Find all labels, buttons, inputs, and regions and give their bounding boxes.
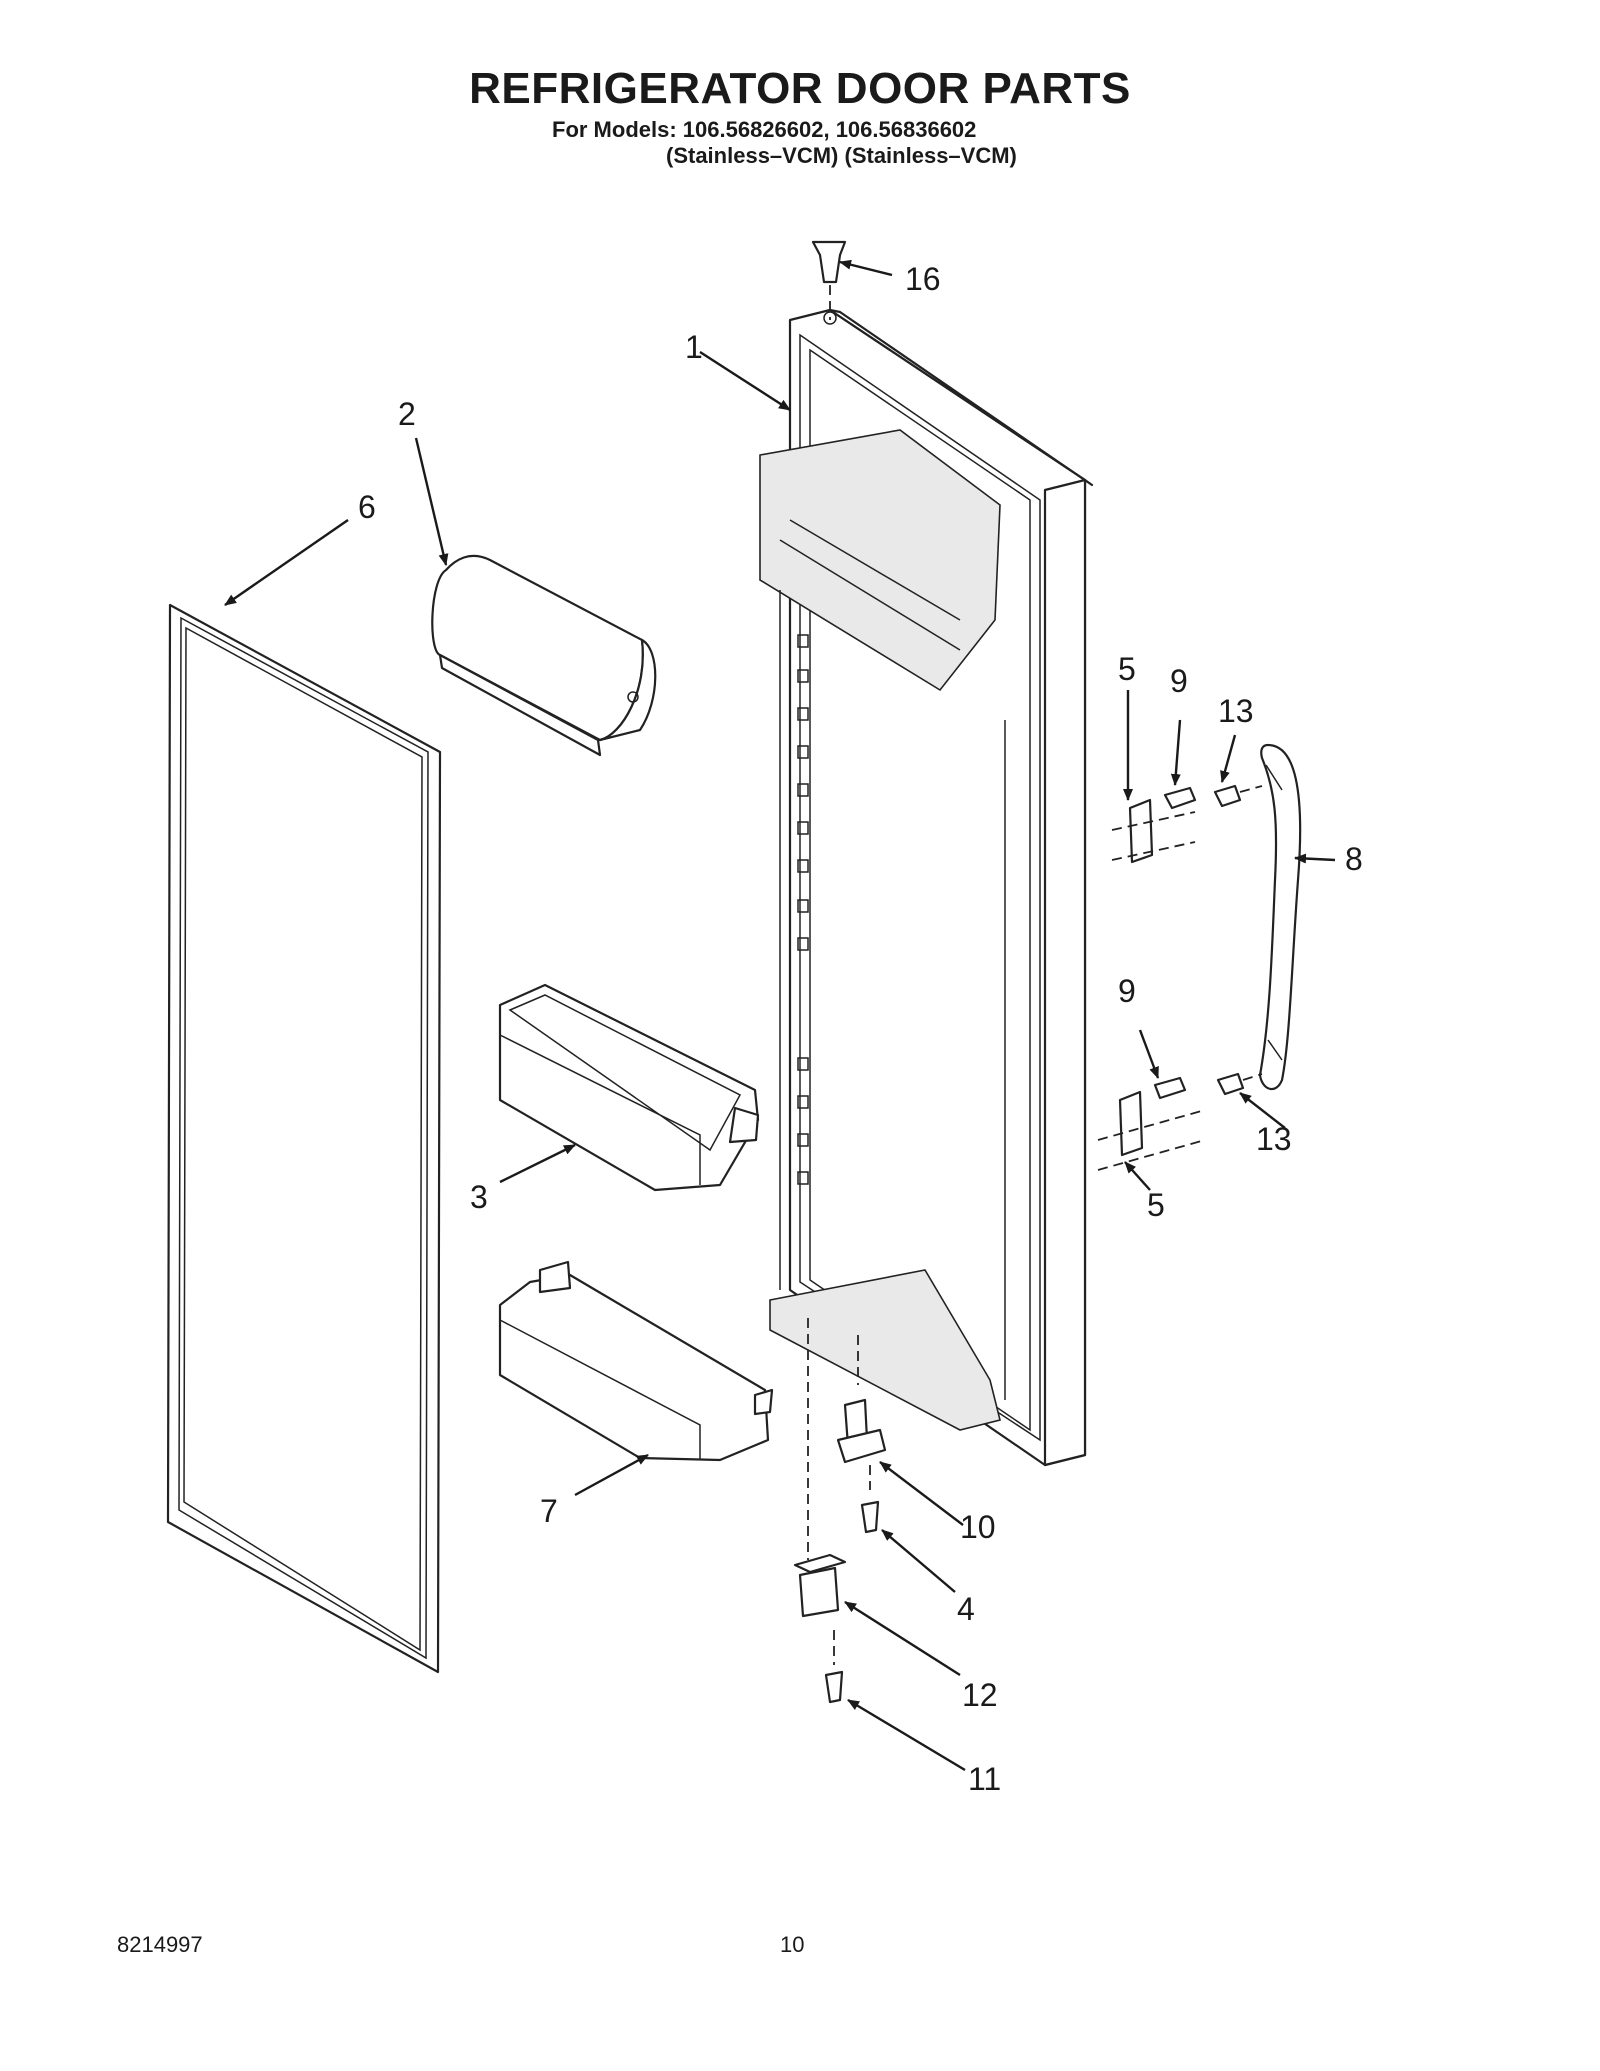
door-shelf-cover-part-2 [431,554,657,757]
callout-7: 7 [540,1493,558,1529]
page-number: 10 [780,1932,805,1957]
callout-9-lower: 9 [1118,973,1136,1009]
screw-part-13-upper [1213,784,1263,808]
door-bin-part-3 [498,983,760,1192]
callout-6: 6 [358,489,376,525]
callout-12: 12 [962,1677,998,1713]
door-assembly-part-1 [759,308,1094,1467]
callout-2: 2 [398,396,416,432]
screw-part-4 [860,1465,880,1534]
callout-11: 11 [968,1761,1001,1797]
callout-arrows [224,259,1336,1772]
screw-part-9-lower [1153,1076,1187,1100]
door-bin-part-7 [498,1260,774,1462]
handle-part-8 [1258,743,1302,1091]
handle-bracket-part-5-lower [1097,1090,1206,1171]
hinge-part-12 [793,1318,847,1618]
models-subtitle: For Models: 106.56826602, 106.56836602 [552,117,977,142]
document-number: 8214997 [117,1932,203,1957]
screw-part-11 [824,1630,844,1704]
callout-13-lower: 13 [1256,1121,1292,1157]
callout-5-upper: 5 [1118,651,1136,687]
callout-labels: 1 2 3 4 5 5 6 7 8 9 9 10 11 12 13 13 16 [358,261,1363,1797]
callout-16: 16 [905,261,941,297]
callout-10: 10 [960,1509,996,1545]
door-shelf-tabs [797,634,809,1185]
callout-3: 3 [470,1179,488,1215]
callout-9-upper: 9 [1170,663,1188,699]
callout-8: 8 [1345,841,1363,877]
callout-4: 4 [957,1591,975,1627]
variants-subtitle: (Stainless–VCM) (Stainless–VCM) [666,143,1017,168]
screw-part-9-upper [1163,786,1197,810]
callout-5-lower: 5 [1147,1187,1165,1223]
callout-13-upper: 13 [1218,693,1254,729]
screw-part-13-lower [1216,1072,1263,1096]
door-gasket-part-6 [166,603,442,1674]
hinge-pin-part-10 [836,1335,887,1464]
page-title: REFRIGERATOR DOOR PARTS [469,64,1131,113]
handle-bracket-part-5-upper [1111,798,1196,864]
plug-part-16 [811,240,847,320]
callout-1: 1 [685,329,703,365]
